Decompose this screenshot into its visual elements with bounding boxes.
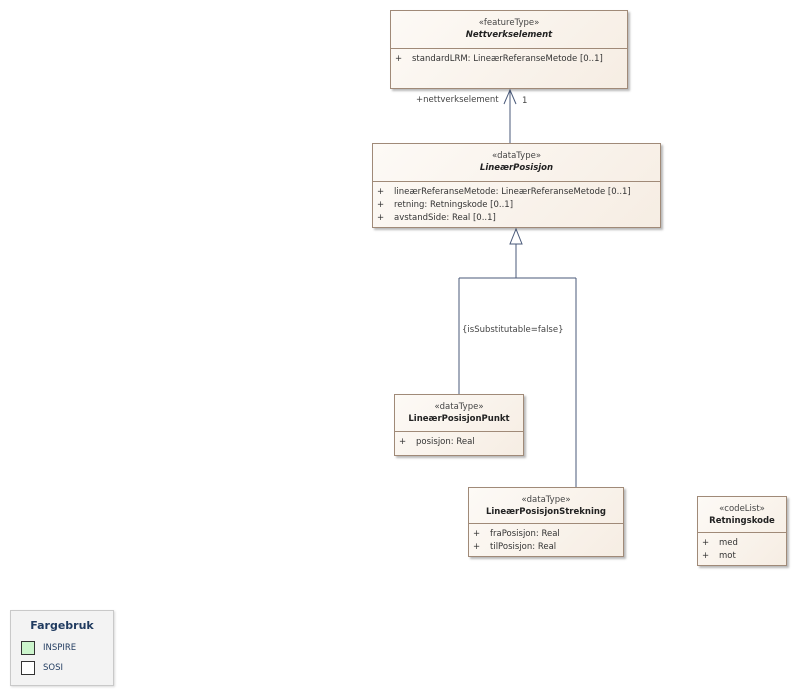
association-arrowhead [503,88,517,105]
legend-item-sosi: SOSI [21,661,63,675]
class-nettverkselement[interactable]: «featureType» Nettverkselement +standard… [390,10,628,89]
association-multiplicity-label: 1 [522,96,528,106]
color-legend[interactable]: Fargebruk INSPIRE SOSI [10,610,114,686]
class-stereotype: «featureType» [478,18,540,28]
legend-title: Fargebruk [30,619,94,632]
class-name: Retningskode [709,516,775,526]
legend-label: SOSI [43,663,63,673]
attribute-row: +lineærReferanseMetode: LineærReferanseM… [377,187,631,197]
class-stereotype: «dataType» [434,402,484,412]
class-stereotype: «dataType» [521,495,571,505]
class-attributes: +med +mot [698,533,786,565]
class-linear-posisjon-strekning[interactable]: «dataType» LineærPosisjonStrekning +fraP… [468,487,624,557]
class-name: LineærPosisjonStrekning [485,507,607,517]
attribute-row: +mot [702,551,736,561]
generalization-triangle [509,227,523,245]
class-attributes: +fraPosisjon: Real +tilPosisjon: Real [469,524,623,556]
attribute-row: +med [702,538,738,548]
attribute-row: +retning: Retningskode [0..1] [377,200,514,210]
attribute-row: +standardLRM: LineærReferanseMetode [0..… [395,54,603,64]
class-header: «dataType» LineærPosisjonPunkt [395,395,523,432]
class-header: «featureType» Nettverkselement [391,11,627,49]
class-linear-posisjon-punkt[interactable]: «dataType» LineærPosisjonPunkt +posisjon… [394,394,524,456]
attribute-row: +posisjon: Real [399,437,475,447]
class-header: «codeList» Retningskode [698,497,786,533]
class-retningskode[interactable]: «codeList» Retningskode +med +mot [697,496,787,566]
class-name: LineærPosisjonPunkt [408,414,510,424]
class-attributes: +lineærReferanseMetode: LineærReferanseM… [373,182,660,227]
legend-swatch [21,661,35,675]
legend-label: INSPIRE [43,643,77,653]
class-attributes: +posisjon: Real [395,432,523,451]
attribute-row: +avstandSide: Real [0..1] [377,213,496,223]
class-attributes: +standardLRM: LineærReferanseMetode [0..… [391,49,627,68]
legend-item-inspire: INSPIRE [21,641,76,655]
generalization-constraint-label: {isSubstitutable=false} [462,325,564,335]
legend-swatch [21,641,35,655]
class-linear-posisjon[interactable]: «dataType» LineærPosisjon +lineærReferan… [372,143,661,228]
class-name: LineærPosisjon [479,163,554,173]
association-role-label: +nettverkselement [416,95,499,105]
class-stereotype: «codeList» [719,504,765,514]
class-header: «dataType» LineærPosisjon [373,144,660,182]
class-name: Nettverkselement [465,30,553,40]
class-stereotype: «dataType» [491,151,542,161]
class-header: «dataType» LineærPosisjonStrekning [469,488,623,524]
attribute-row: +fraPosisjon: Real [473,529,560,539]
attribute-row: +tilPosisjon: Real [473,542,557,552]
